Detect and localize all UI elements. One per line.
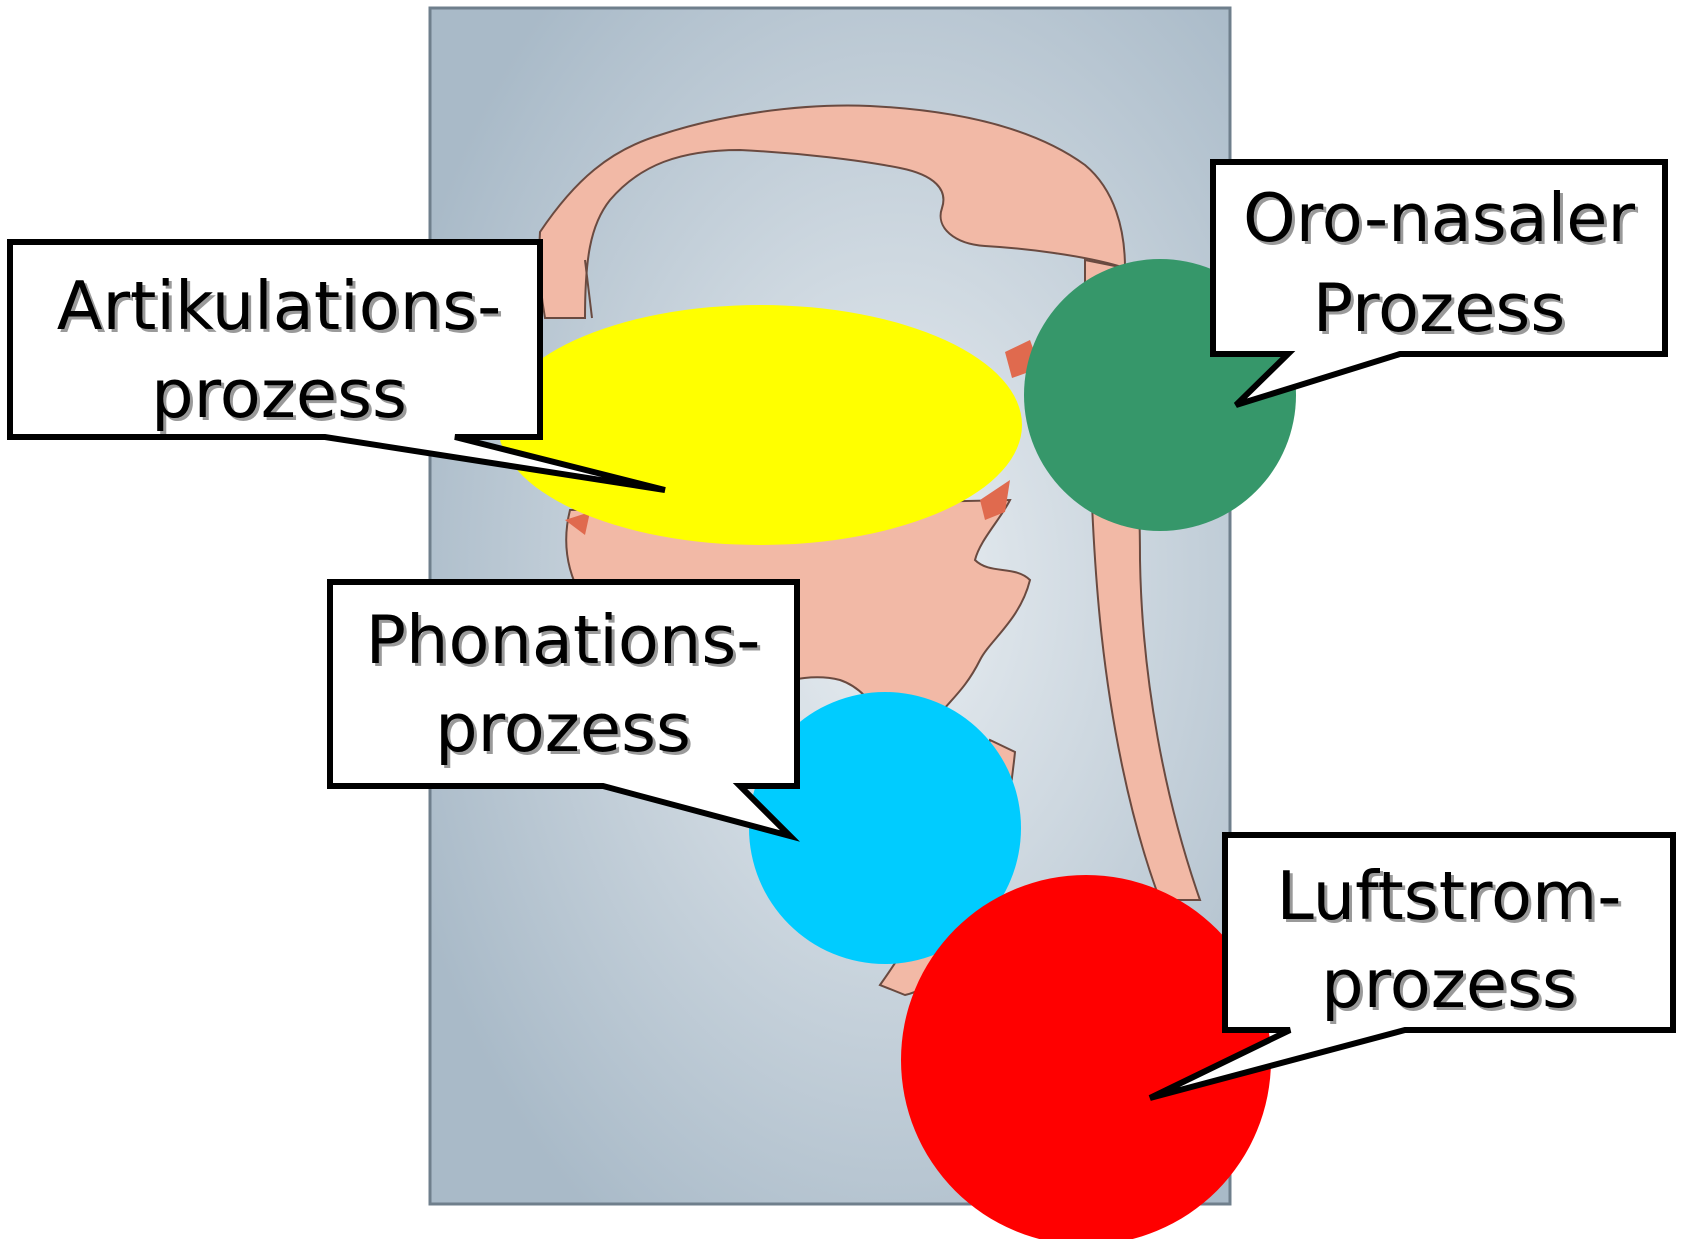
- oronasal-line2: Prozess: [1313, 269, 1566, 347]
- phonation-line1: Phonations-: [366, 601, 761, 679]
- articulation-process-ellipse: [498, 305, 1022, 545]
- callout-luftstrom: Luftstrom- Luftstrom- prozess prozess: [1150, 835, 1673, 1098]
- oronasal-line1: Oro-nasaler: [1243, 179, 1636, 257]
- artikulation-line2: prozess: [151, 355, 407, 433]
- callout-oronasal: Oro-nasaler Oro-nasaler Prozess Prozess: [1213, 162, 1665, 405]
- luftstrom-line1: Luftstrom-: [1277, 857, 1622, 935]
- airstream-process-circle: [901, 875, 1271, 1239]
- luftstrom-line2: prozess: [1321, 945, 1577, 1023]
- phonation-line2: prozess: [435, 689, 691, 767]
- artikulation-line1: Artikulations-: [57, 267, 502, 345]
